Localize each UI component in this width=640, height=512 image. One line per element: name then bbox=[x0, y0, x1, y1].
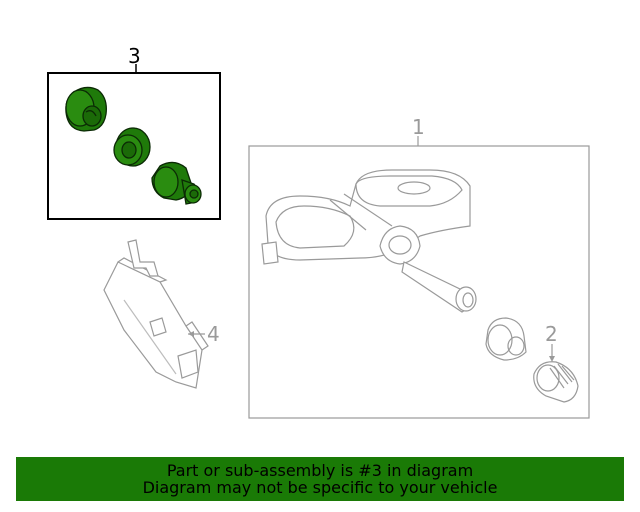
part-1-box bbox=[248, 145, 590, 419]
valve-cap bbox=[533, 361, 579, 403]
grommet-large bbox=[65, 86, 107, 132]
cap-nut bbox=[151, 161, 202, 205]
banner-line-part: Part or sub-assembly is #3 in diagram bbox=[166, 461, 474, 480]
sensor-housing bbox=[265, 169, 471, 261]
info-banner: Part or sub-assembly is #3 in diagram Di… bbox=[16, 457, 624, 501]
part-4-group[interactable]: 4 bbox=[103, 239, 220, 389]
parts-diagram: 3 4 bbox=[47, 44, 590, 419]
callout-4: 4 bbox=[207, 322, 220, 346]
module-clip bbox=[149, 317, 167, 337]
valve-nut bbox=[485, 317, 527, 361]
sensor-tab bbox=[261, 241, 279, 265]
banner-line-disclaimer: Diagram may not be specific to your vehi… bbox=[142, 478, 498, 497]
callout-2: 2 bbox=[545, 322, 558, 346]
part-2-group[interactable]: 2 bbox=[533, 322, 579, 403]
part-3-group[interactable]: 3 bbox=[47, 44, 221, 220]
part-3-box bbox=[47, 72, 221, 220]
valve-base bbox=[379, 225, 421, 265]
washer-ring bbox=[113, 127, 151, 167]
module-connector bbox=[177, 349, 199, 379]
module-bracket bbox=[127, 239, 159, 277]
part-1-group[interactable]: 1 bbox=[248, 115, 590, 419]
callout-3: 3 bbox=[128, 44, 141, 68]
callout-1: 1 bbox=[412, 115, 425, 139]
